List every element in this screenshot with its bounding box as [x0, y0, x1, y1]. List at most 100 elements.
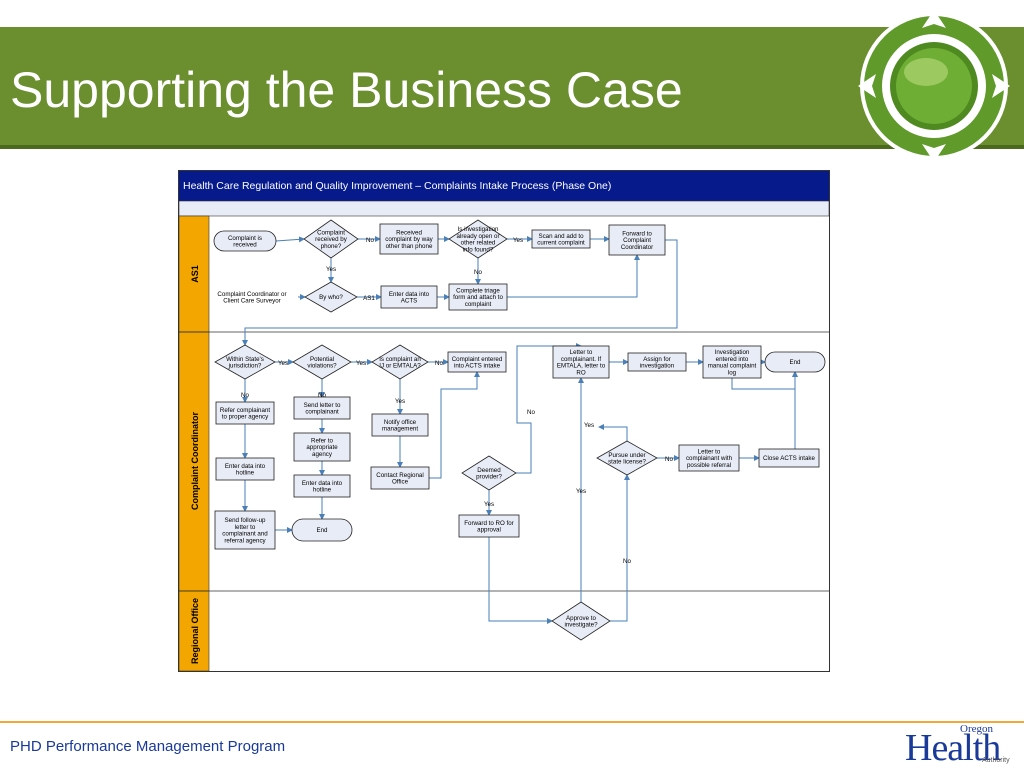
- node-text: Enter data into: [389, 291, 430, 298]
- node-text: info found?: [463, 246, 494, 253]
- connector-line: [507, 254, 640, 298]
- node-text: Complaint Coordinator or: [217, 291, 286, 298]
- node-text: complaint: [465, 301, 492, 308]
- node-text: Coordinator: [621, 244, 653, 251]
- node-text: Letter to: [698, 448, 721, 455]
- node-text: Within State's: [226, 356, 264, 363]
- edge-label-yes: Yes: [278, 360, 288, 367]
- node-text: Complaint entered: [452, 356, 503, 363]
- node-text: Enter data into: [225, 463, 266, 470]
- node-text: Refer complainant: [220, 407, 270, 414]
- header-band: [0, 27, 1024, 145]
- edge-label-no: No: [435, 360, 443, 367]
- node-text: provider?: [476, 474, 502, 481]
- node-text: End: [789, 359, 801, 366]
- lane-as1: [179, 215, 210, 333]
- diagram-title: Health Care Regulation and Quality Impro…: [183, 180, 611, 192]
- node-text: complainant with: [686, 455, 733, 462]
- node-text: Potential: [310, 356, 334, 363]
- lane-complaint-coordinator: [179, 331, 210, 592]
- node-text: Forward to RO for: [464, 520, 514, 527]
- connector-line: [731, 371, 798, 390]
- node-text: Assign for: [643, 356, 671, 363]
- diagram-title-bar: [179, 171, 829, 201]
- node-text: IJ or EMTALA?: [379, 363, 421, 370]
- node-text: Office: [392, 479, 409, 486]
- node-text: log: [728, 369, 737, 376]
- oregon-health-logo: Health: [905, 727, 1001, 768]
- node-cc-end1: End: [291, 518, 353, 542]
- node-text: Contact Regional: [376, 472, 423, 479]
- node-text: letter to: [235, 524, 256, 531]
- edge-label-yes: Yes: [395, 398, 405, 405]
- node-text: End: [316, 527, 328, 534]
- green-cycle-logo-icon: [858, 10, 1010, 162]
- connector-line: [275, 236, 305, 243]
- process-diagram: Health Care Regulation and Quality Impro…: [178, 170, 830, 672]
- edge-label-no: No: [665, 456, 673, 463]
- node-text: Approve to: [566, 615, 596, 622]
- node-text: Scan and add to: [538, 233, 584, 240]
- node-text: Received: [396, 229, 422, 236]
- node-cc-end2: End: [764, 351, 826, 373]
- node-text: Notify office: [384, 419, 417, 426]
- node-text: agency: [312, 451, 333, 458]
- header-rule: [0, 145, 1024, 149]
- oregon-health-logo-small: Oregon: [960, 723, 993, 735]
- node-text: referral agency: [224, 537, 266, 544]
- node-text: Forward to: [622, 230, 652, 237]
- node-text: form and attach to: [453, 294, 503, 301]
- lane-label-as1: AS1: [190, 265, 200, 283]
- node-text: ACTS: [401, 298, 418, 305]
- node-text: investigate?: [564, 622, 598, 629]
- footer-program-name: PHD Performance Management Program: [10, 738, 286, 755]
- node-text: other than phone: [386, 243, 433, 250]
- node-text: Refer to: [311, 437, 334, 444]
- node-text: EMTALA, letter to: [557, 363, 606, 370]
- edge-label-no: No: [318, 392, 326, 399]
- connector-line: [610, 474, 630, 622]
- node-text: Is investigation: [458, 226, 499, 233]
- footer-rule: [0, 721, 1024, 723]
- node-text: management: [382, 426, 418, 433]
- node-text: jurisdiction?: [228, 363, 262, 370]
- node-text: Letter to: [570, 349, 593, 356]
- node-text: Complaint is: [228, 235, 262, 242]
- node-text: phone?: [321, 243, 342, 250]
- edge-label-yes: Yes: [513, 237, 523, 244]
- node-text: already open or: [457, 233, 500, 240]
- slide-title: Supporting the Business Case: [10, 62, 683, 118]
- node-text: Enter data into: [302, 480, 343, 487]
- node-text: hotline: [236, 470, 255, 477]
- node-text: received by: [315, 236, 348, 243]
- node-text: Close ACTS intake: [763, 455, 815, 462]
- node-text: Pursue under: [608, 452, 645, 459]
- edge-label-no: No: [474, 269, 482, 276]
- node-text: complainant. If: [561, 356, 602, 363]
- node-text: entered into: [716, 356, 749, 363]
- node-text: Complaint: [317, 229, 345, 236]
- node-text: Is complaint an: [379, 356, 421, 363]
- node-text: complainant and: [222, 531, 268, 538]
- connector-line: [516, 343, 582, 474]
- edge-label-no: No: [527, 409, 535, 416]
